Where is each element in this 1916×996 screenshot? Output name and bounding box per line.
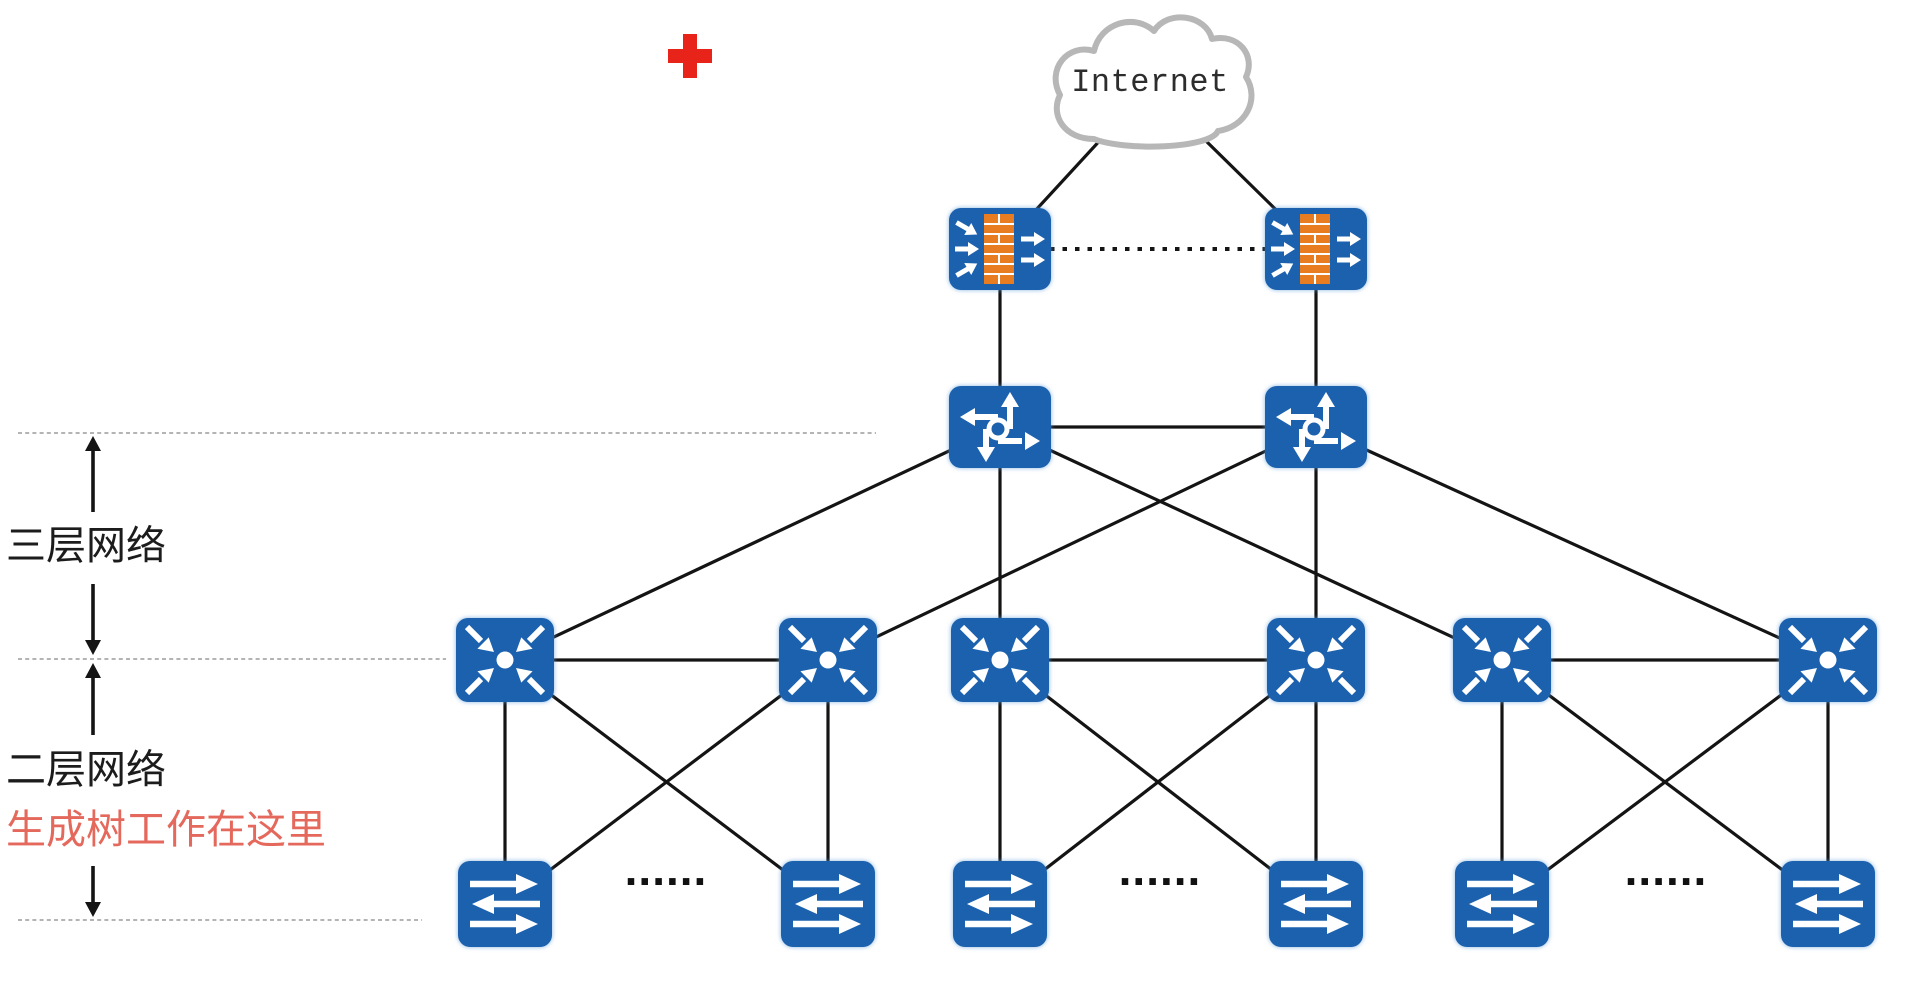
firewall-right — [1264, 207, 1368, 296]
red-cross-marker-icon — [667, 33, 713, 84]
layer2-network-label: 二层网络 — [6, 748, 166, 792]
internet-cloud — [1042, 7, 1258, 170]
firewall-left — [948, 207, 1052, 296]
agg-switch-5 — [1452, 617, 1552, 708]
access-switch-3 — [952, 860, 1048, 953]
stp-note-label: 生成树工作在这里 — [6, 808, 326, 852]
agg-switch-1 — [455, 617, 555, 708]
agg-switch-2 — [778, 617, 878, 708]
ellipsis-dots: ...... — [1118, 843, 1202, 895]
access-switch-2 — [780, 860, 876, 953]
access-switch-5 — [1454, 860, 1550, 953]
agg-switch-3 — [950, 617, 1050, 708]
agg-switch-4 — [1266, 617, 1366, 708]
internet-label: Internet — [1071, 64, 1229, 101]
access-switch-6 — [1780, 860, 1876, 953]
access-switch-4 — [1268, 860, 1364, 953]
core-router-right — [1264, 385, 1368, 474]
ellipsis-dots: ...... — [1624, 843, 1708, 895]
ellipsis-dots: ...... — [624, 843, 708, 895]
agg-switch-6 — [1778, 617, 1878, 708]
access-switch-1 — [457, 860, 553, 953]
core-router-left — [948, 385, 1052, 474]
layer3-network-label: 三层网络 — [6, 524, 166, 568]
